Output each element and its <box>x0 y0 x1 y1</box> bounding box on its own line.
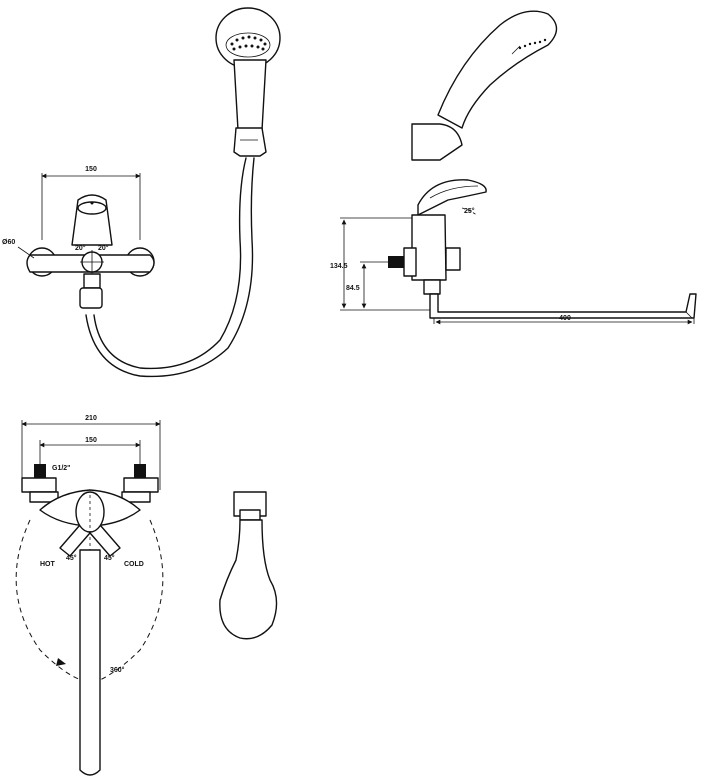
spout <box>429 293 697 319</box>
top-view: 210 150 G1/2" HOT COLD 45° 45° 360° <box>15 415 164 776</box>
side-view: 25° 134.5 84.5 400 <box>330 10 697 325</box>
top-overall-dim: 210 <box>85 415 97 422</box>
side-handle-angle: 25° <box>464 207 475 215</box>
top-spout <box>79 549 101 776</box>
side-spout-dim: 400 <box>559 315 571 322</box>
side-lower-dim: 84.5 <box>346 285 360 292</box>
hand-shower-head <box>215 7 281 157</box>
hot-label: HOT <box>40 561 56 568</box>
front-angle-left: 20° <box>75 244 86 252</box>
cold-label: COLD <box>124 561 144 568</box>
mixer-lever <box>417 179 487 216</box>
front-diameter-dim: Ø60 <box>2 239 15 246</box>
shower-head-front <box>219 491 278 640</box>
front-angle-right: 20° <box>98 244 109 252</box>
front-view: 150 20° 20° Ø60 <box>2 7 281 378</box>
thread-label: G1/2" <box>52 465 71 472</box>
side-height-dim: 134.5 <box>330 263 348 270</box>
hand-shower-side <box>437 10 558 129</box>
shower-hose <box>93 157 247 370</box>
hot-angle: 45° <box>66 554 77 562</box>
cold-angle: 45° <box>104 554 115 562</box>
rotation-label: 360° <box>110 666 125 674</box>
front-width-dim: 150 <box>85 166 97 173</box>
top-center-dim: 150 <box>85 437 97 444</box>
